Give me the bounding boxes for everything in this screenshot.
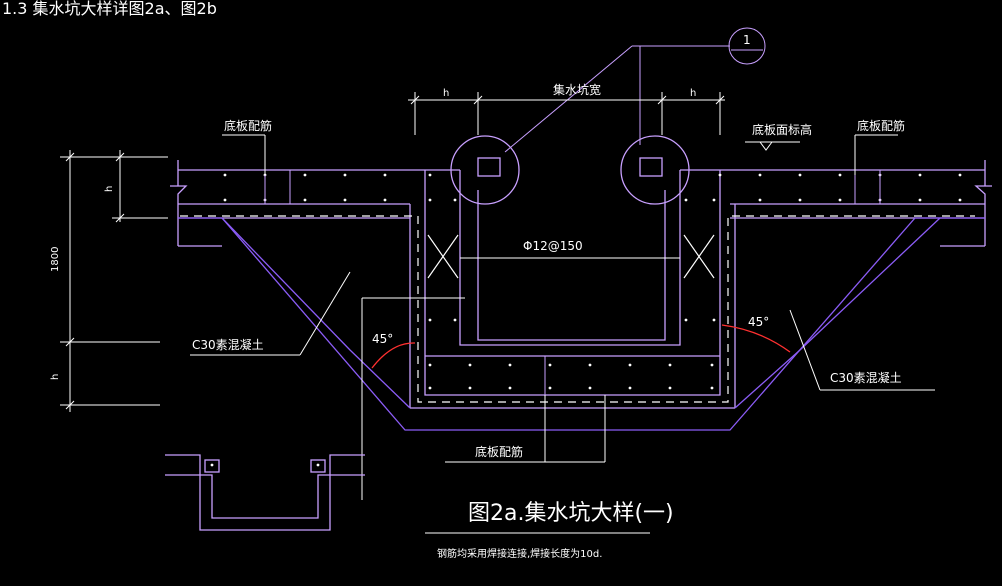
rebar-dashed <box>180 215 975 403</box>
rebar-spec-label: Φ12@150 <box>523 239 583 253</box>
slab-rebar-label-right: 底板配筋 <box>857 118 905 133</box>
slab-outline <box>170 160 992 247</box>
concrete-leaders <box>190 271 935 391</box>
u-bar-detail <box>165 454 365 531</box>
rebar-label-leaders <box>222 134 898 463</box>
u-bar-dots <box>210 463 320 467</box>
top-dimension <box>408 92 725 135</box>
figure-title: 图2a.集水坑大样(一) <box>468 501 674 526</box>
angle-label-left: 45° <box>372 332 393 346</box>
figure-note: 钢筋均采用焊接连接,焊接长度为10d. <box>437 547 602 560</box>
dim-h-vertical-top: h <box>104 186 115 192</box>
slab-rebar-ticks <box>264 170 881 395</box>
section-guide-lines <box>361 297 465 500</box>
pit-bottom-rebar-label: 底板配筋 <box>475 444 523 459</box>
slab-top-elevation-label: 底板面标高 <box>752 122 812 137</box>
left-dimension <box>60 150 168 412</box>
callout-number: 1 <box>743 33 751 47</box>
concrete-label-left: C30素混凝土 <box>192 337 264 352</box>
header-caption: 1.3 集水坑大样详图2a、图2b <box>2 0 217 18</box>
angle-label-right: 45° <box>748 315 769 329</box>
concrete-slope-lines <box>178 217 985 431</box>
detail-circles <box>450 135 690 205</box>
dim-h-vertical-bottom: h <box>50 374 61 380</box>
slab-rebar-label-left: 底板配筋 <box>224 118 272 133</box>
dim-h-left: h <box>443 88 449 99</box>
concrete-label-right: C30素混凝土 <box>830 370 902 385</box>
pit-walls <box>409 170 736 409</box>
rebar-dots <box>223 173 962 390</box>
corner-bar-marks <box>427 234 715 279</box>
callout-leader <box>504 27 766 153</box>
depth-dim-label: 1800 <box>50 247 61 272</box>
pit-width-label: 集水坑宽 <box>553 82 601 97</box>
angle-arcs <box>371 324 791 369</box>
dim-h-right: h <box>690 88 696 99</box>
